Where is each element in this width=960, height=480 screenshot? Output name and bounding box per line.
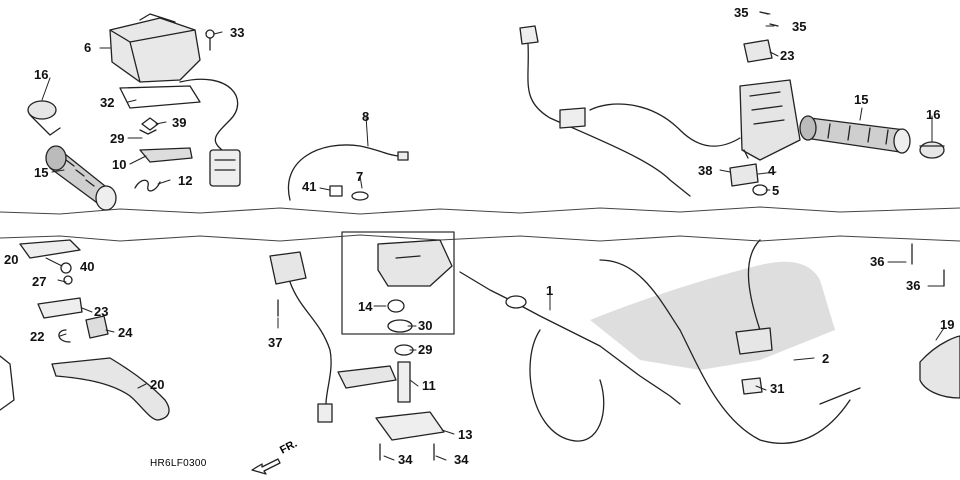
callout-5: 5 bbox=[772, 183, 780, 198]
callout-37: 37 bbox=[268, 335, 283, 350]
bolts-right bbox=[911, 243, 945, 287]
callout-36-b: 36 bbox=[906, 278, 921, 293]
callout-30: 30 bbox=[418, 318, 433, 333]
wire-harness-right bbox=[519, 25, 741, 197]
front-arrow-icon bbox=[251, 458, 281, 475]
callout-7: 7 bbox=[356, 169, 364, 184]
lever-arm-part bbox=[337, 361, 445, 461]
callout-24: 24 bbox=[118, 325, 133, 340]
callout-40: 39 bbox=[172, 115, 187, 130]
switch-housing-part bbox=[109, 13, 201, 109]
callout-29: 29 bbox=[418, 342, 433, 357]
edge-part-right bbox=[919, 335, 960, 399]
cable-top bbox=[287, 144, 409, 201]
bracket-part bbox=[139, 117, 193, 163]
callout-34-b: 34 bbox=[454, 452, 469, 467]
callout-13: 13 bbox=[458, 427, 473, 442]
callout-6: 6 bbox=[84, 40, 92, 55]
callout-8: 8 bbox=[362, 109, 370, 124]
throttle-housing bbox=[341, 231, 455, 356]
callout-34-a: 34 bbox=[398, 452, 413, 467]
callout-15-right: 15 bbox=[854, 92, 869, 107]
callout-35-a: 35 bbox=[734, 5, 749, 20]
relay-part bbox=[729, 149, 768, 196]
leader-lines bbox=[41, 11, 945, 461]
callout-10: 10 bbox=[112, 157, 127, 172]
edge-part-left bbox=[0, 355, 15, 411]
callout-1: 1 bbox=[546, 283, 554, 298]
cut-band bbox=[0, 206, 960, 242]
callout-20: 20 bbox=[150, 377, 165, 392]
lever-assembly bbox=[19, 239, 170, 421]
cable-2 bbox=[599, 239, 861, 444]
callout-4: 4 bbox=[768, 163, 776, 178]
callout-16-right: 16 bbox=[926, 107, 941, 122]
bolt-washer-part bbox=[329, 185, 369, 201]
callout-16: 16 bbox=[34, 67, 49, 82]
wire-harness-left bbox=[179, 78, 241, 187]
callout-33: 33 bbox=[230, 25, 245, 40]
callout-35-b: 35 bbox=[792, 19, 807, 34]
switch-small-part bbox=[743, 11, 779, 63]
callout-2: 2 bbox=[822, 351, 830, 366]
callout-41: 41 bbox=[302, 179, 317, 194]
callout-19: 19 bbox=[940, 317, 955, 332]
callout-28: 29 bbox=[110, 131, 125, 146]
callout-27: 27 bbox=[32, 274, 47, 289]
cable-1 bbox=[459, 271, 681, 442]
callout-15-left: 15 bbox=[34, 165, 49, 180]
callout-32: 31 bbox=[770, 381, 785, 396]
callout-21: 20 bbox=[4, 252, 19, 267]
callout-14: 14 bbox=[358, 299, 373, 314]
grip-left-part bbox=[45, 145, 117, 211]
callout-38: 38 bbox=[698, 163, 713, 178]
callout-11: 11 bbox=[422, 378, 436, 393]
callout-31: 32 bbox=[100, 95, 115, 110]
switch-housing-right bbox=[739, 79, 801, 161]
grip-end-left bbox=[27, 100, 61, 136]
callout-12: 12 bbox=[178, 173, 193, 188]
spring-part bbox=[134, 179, 161, 192]
grip-right-part bbox=[799, 115, 911, 154]
grip-end-right bbox=[919, 141, 945, 159]
callout-39: 40 bbox=[80, 259, 95, 274]
callout-18: 23 bbox=[780, 48, 795, 63]
diagram-code: HR6LF0300 bbox=[150, 458, 207, 469]
screw-part bbox=[205, 29, 215, 51]
shaded-region bbox=[590, 261, 835, 370]
callout-36-a: 36 bbox=[870, 254, 885, 269]
callout-23: 23 bbox=[94, 304, 109, 319]
sensor-part bbox=[269, 251, 333, 423]
callout-22: 22 bbox=[30, 329, 45, 344]
